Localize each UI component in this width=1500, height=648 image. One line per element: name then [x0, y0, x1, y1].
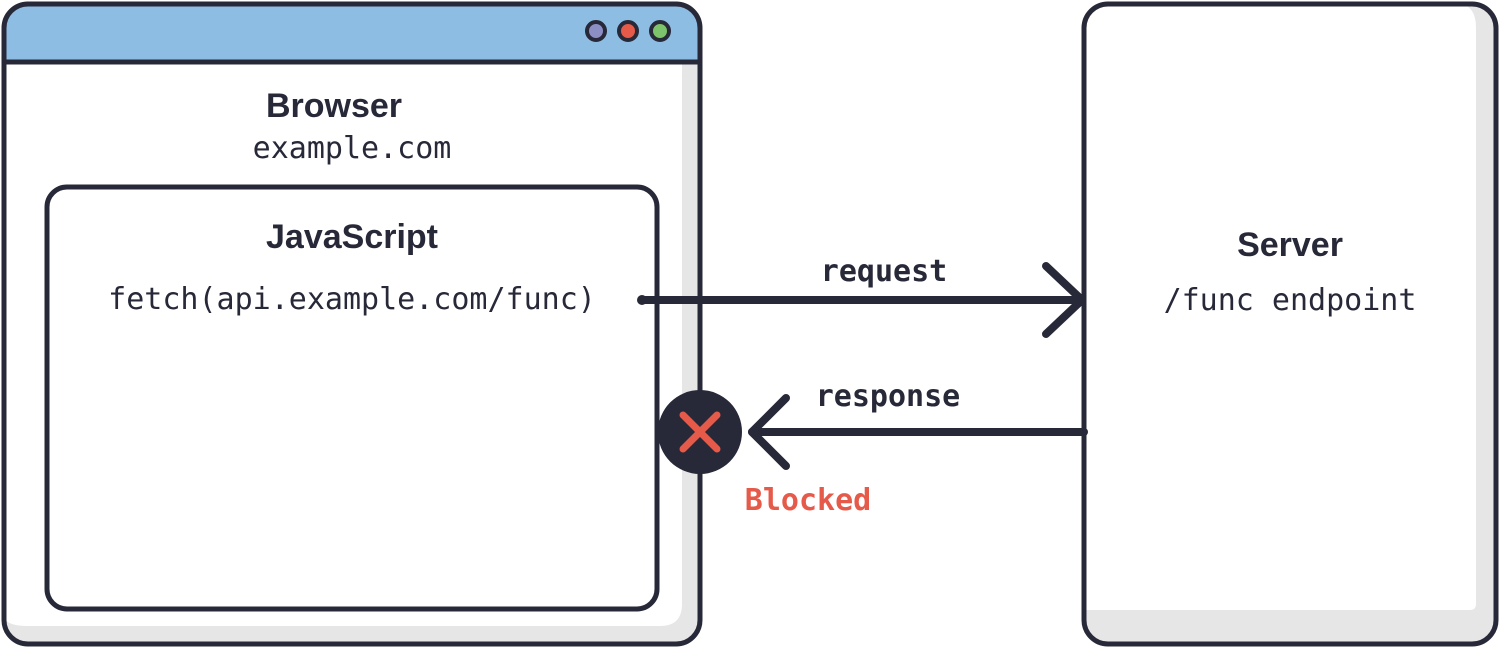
browser-frame: [1, 1, 703, 647]
browser-origin: example.com: [253, 131, 452, 166]
request-label: request: [821, 254, 947, 289]
blocked-label: Blocked: [745, 483, 871, 518]
javascript-frame: [44, 184, 660, 612]
response-arrow: response: [748, 379, 1088, 470]
window-dot-red: [617, 20, 639, 42]
request-arrow-start-dot: [637, 295, 647, 305]
request-arrow: request: [637, 254, 1086, 338]
fetch-call: fetch(api.example.com/func): [108, 282, 596, 317]
window-dot-green: [649, 20, 671, 42]
javascript-title: JavaScript: [266, 218, 438, 256]
server-body: [1084, 4, 1496, 644]
server-frame: [1081, 1, 1499, 647]
server-title: Server: [1237, 226, 1343, 264]
request-arrowhead: [1042, 262, 1086, 338]
browser-titlebar: [4, 4, 700, 62]
server-box: Server /func endpoint: [1081, 1, 1499, 647]
window-dot-purple: [585, 20, 607, 42]
browser-title: Browser: [266, 87, 402, 125]
response-arrowhead: [748, 394, 790, 470]
response-label: response: [816, 379, 961, 414]
javascript-box: JavaScript fetch(api.example.com/func): [44, 184, 660, 612]
blocked-marker: Blocked: [658, 390, 871, 518]
blocked-x-icon: [679, 411, 721, 453]
server-endpoint: /func endpoint: [1164, 283, 1417, 318]
